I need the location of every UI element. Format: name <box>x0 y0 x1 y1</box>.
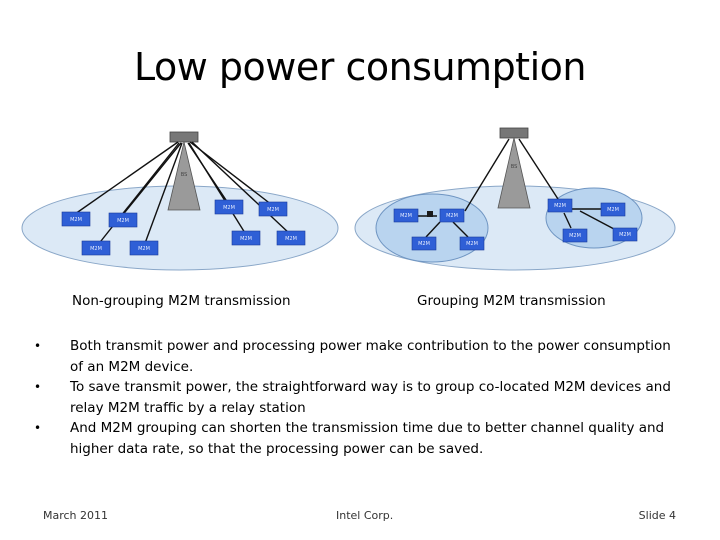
bullet-item-3: • And M2M grouping can shorten the trans… <box>34 418 684 459</box>
bullet-item-2: • To save transmit power, the straightfo… <box>34 377 684 418</box>
right-base-station: BS <box>497 127 531 209</box>
right-node-8 <box>612 227 638 242</box>
network-diagram: BS M2M M2M M2M M2M M2M <box>21 127 676 271</box>
right-node-label-2: M2M <box>446 213 458 219</box>
left-node-label-4: M2M <box>138 246 150 252</box>
right-node-5 <box>547 198 573 213</box>
left-node-label-8: M2M <box>285 236 297 242</box>
left-node-label-2: M2M <box>117 218 129 224</box>
left-node-label-5: M2M <box>223 205 235 211</box>
right-node-label-8: M2M <box>619 232 631 238</box>
left-node-3 <box>81 240 111 256</box>
right-node-9 <box>427 211 433 217</box>
right-antenna <box>499 127 529 139</box>
right-diagram-caption: Grouping M2M transmission <box>417 293 606 309</box>
right-node-label-4: M2M <box>466 241 478 247</box>
bullet-text-2: To save transmit power, the straightforw… <box>70 379 671 416</box>
right-node-4 <box>459 236 485 251</box>
right-node-label-9: M2M <box>429 213 431 215</box>
slide-number: Slide 4 <box>638 509 676 522</box>
svg-text:BS: BS <box>511 164 518 170</box>
right-node-label-1: M2M <box>400 213 412 219</box>
left-node-1 <box>61 211 91 227</box>
left-node-2 <box>108 212 138 228</box>
right-node-label-3: M2M <box>418 241 430 247</box>
right-node-6 <box>600 202 626 217</box>
bullet-list: • Both transmit power and processing pow… <box>34 336 684 459</box>
left-diagram-caption: Non-grouping M2M transmission <box>72 293 291 309</box>
right-node-2 <box>439 208 465 223</box>
left-antenna <box>169 131 199 143</box>
left-node-7 <box>231 230 261 246</box>
left-node-label-1: M2M <box>70 217 82 223</box>
footer-organization: Intel Corp. <box>336 509 394 522</box>
left-tower <box>167 141 201 211</box>
left-node-label-3: M2M <box>90 246 102 252</box>
left-links <box>74 141 291 247</box>
left-base-station: BS <box>167 131 201 211</box>
bullet-text-1: Both transmit power and processing power… <box>70 338 671 375</box>
left-node-5 <box>214 199 244 215</box>
right-tower <box>497 137 531 209</box>
bullet-dot: • <box>34 380 42 394</box>
right-node-label-7: M2M <box>569 233 581 239</box>
bullet-dot: • <box>34 339 42 353</box>
left-node-label-7: M2M <box>240 236 252 242</box>
right-node-7 <box>562 228 588 243</box>
bullet-dot: • <box>34 421 42 435</box>
slide-title: Low power consumption <box>134 45 586 89</box>
right-node-label-6: M2M <box>607 207 619 213</box>
right-node-3 <box>411 236 437 251</box>
left-node-6 <box>258 201 288 217</box>
bullet-text-3: And M2M grouping can shorten the transmi… <box>70 420 665 457</box>
left-node-4 <box>129 240 159 256</box>
right-links <box>409 138 615 238</box>
bullet-item-1: • Both transmit power and processing pow… <box>34 336 684 377</box>
left-node-8 <box>276 230 306 246</box>
svg-text:BS: BS <box>181 172 188 178</box>
right-group-1 <box>375 193 489 263</box>
left-node-label-6: M2M <box>267 207 279 213</box>
right-node-1 <box>393 208 419 223</box>
right-node-label-5: M2M <box>554 203 566 209</box>
footer-date: March 2011 <box>43 509 109 522</box>
